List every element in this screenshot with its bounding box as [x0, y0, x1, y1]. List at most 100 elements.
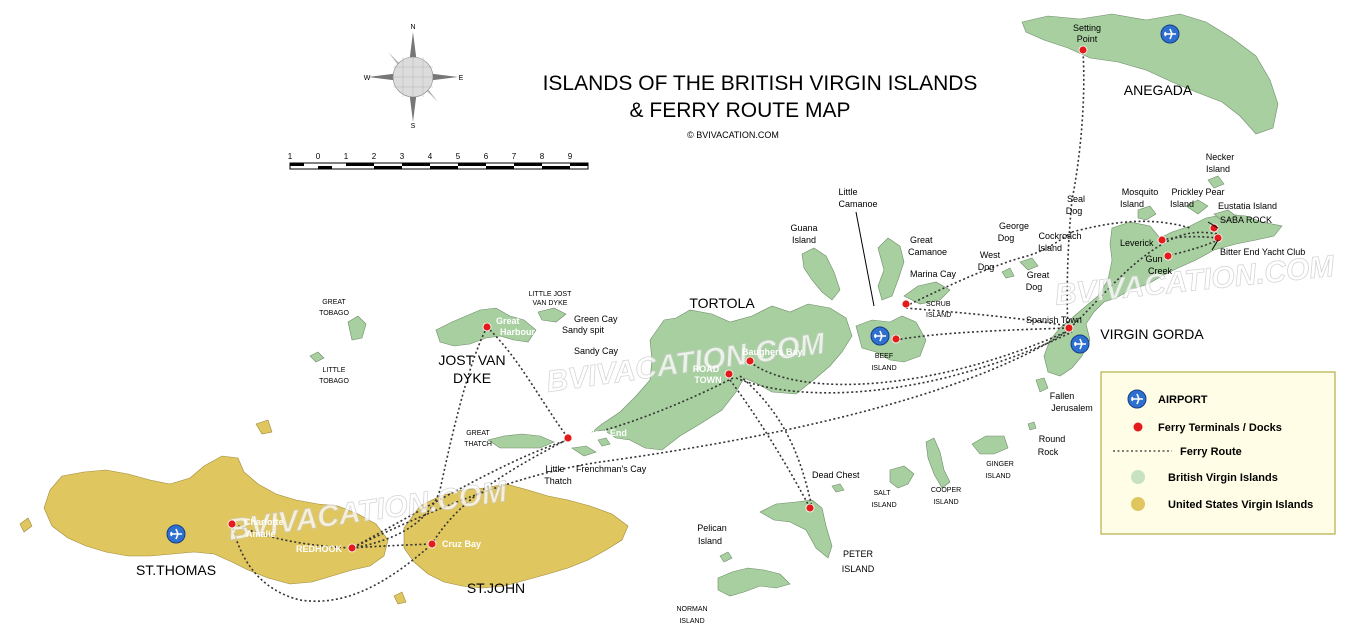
- label-norman-1: NORMAN: [676, 606, 707, 613]
- dock-redhook: [347, 543, 357, 553]
- label-great-thatch-2: THATCH: [464, 441, 492, 448]
- great-thatch-island: [487, 433, 555, 449]
- compass-w: W: [364, 75, 371, 82]
- legend-usvi-label: United States Virgin Islands: [1168, 499, 1313, 511]
- dock-beef-island: [891, 334, 901, 344]
- label-marina-cay: Marina Cay: [910, 269, 957, 279]
- label-peter-1: PETER: [843, 549, 874, 559]
- label-ginger-2: ISLAND: [985, 473, 1010, 480]
- label-little-tobago-2: TOBAGO: [319, 378, 349, 385]
- label-st-john: ST.JOHN: [467, 580, 525, 596]
- label-mosquito-2: Island: [1120, 199, 1144, 209]
- label-great-thatch-1: GREAT: [466, 430, 490, 437]
- map-title-line1: ISLANDS OF THE BRITISH VIRGIN ISLANDS: [543, 72, 978, 95]
- map-credit: © BVIVACATION.COM: [687, 130, 779, 140]
- dock-peter-island: [805, 503, 815, 513]
- dock-charlotte-amalie: [227, 519, 237, 529]
- label-george-dog-1: George: [999, 221, 1029, 231]
- tortola-island: [590, 303, 853, 451]
- label-redhook: REDHOOK: [296, 544, 343, 554]
- label-west-dog-1: West: [980, 250, 1001, 260]
- dock-setting-point: [1078, 45, 1088, 55]
- ginger-island: [971, 435, 1009, 455]
- scale-tick-label: 3: [400, 152, 405, 161]
- scale-tick-label: 5: [456, 152, 461, 161]
- label-jost-van-dyke-1: JOST VAN: [438, 352, 505, 368]
- scrub-island: [903, 281, 951, 305]
- scale-tick-label: 1: [288, 152, 293, 161]
- label-george-dog-2: Dog: [998, 233, 1015, 243]
- label-charlotte-amalie-2: Amalie: [246, 529, 276, 539]
- label-great-dog-1: Great: [1027, 270, 1050, 280]
- usvi-cay-1: [19, 517, 33, 533]
- label-prickley-pear-1: Prickley Pear: [1171, 187, 1224, 197]
- cooper-island: [925, 437, 951, 489]
- label-road-town-2: TOWN: [694, 375, 721, 385]
- dock-cruz-bay: [427, 539, 437, 549]
- eustatia-island: [1213, 209, 1237, 223]
- dock-gun-creek: [1163, 251, 1173, 261]
- label-great-harbour-2: Harbour: [500, 327, 536, 337]
- little-jost-van-dyke-island: [537, 307, 567, 323]
- label-setting-point-2: Point: [1077, 34, 1098, 44]
- scale-tick-label: 0: [316, 152, 321, 161]
- label-little-thatch-2: Thatch: [544, 476, 572, 486]
- label-little-thatch-1: Little: [545, 464, 564, 474]
- label-baughers-bay: Baughers Bay: [742, 347, 803, 357]
- dead-chest-island: [831, 483, 845, 493]
- dock-marina-cay: [901, 299, 911, 309]
- legend-dock-label: Ferry Terminals / Docks: [1158, 422, 1282, 434]
- label-little-tobago-1: LITTLE: [323, 367, 346, 374]
- label-cooper-2: ISLAND: [933, 499, 958, 506]
- anegada-island: [1021, 13, 1279, 135]
- label-little-camanoe-2: Camanoe: [838, 199, 877, 209]
- label-round-rock-1: Round: [1039, 434, 1066, 444]
- dock-road-town: [724, 369, 734, 379]
- label-scrub-island-2: ISLAND: [926, 312, 951, 319]
- ferry-docks: [227, 45, 1223, 553]
- dock-spanish-town: [1064, 323, 1074, 333]
- label-great-tobago-1: GREAT: [322, 299, 346, 306]
- compass-s: S: [411, 123, 416, 130]
- label-cockroach-2: Island: [1038, 243, 1062, 253]
- label-beef-island-1: BEEF: [875, 353, 893, 360]
- west-dog-island: [1001, 267, 1015, 279]
- label-little-jost-1: LITTLE JOST: [529, 291, 573, 298]
- label-guana-1: Guana: [790, 223, 817, 233]
- peter-island: [759, 499, 833, 559]
- label-seal-dog-2: Dog: [1066, 206, 1083, 216]
- little-thatch-island: [571, 445, 597, 457]
- label-gun-creek-1: Gun: [1145, 254, 1162, 264]
- label-peter-2: ISLAND: [842, 564, 875, 574]
- label-salt-2: ISLAND: [871, 502, 896, 509]
- label-jost-van-dyke-2: DYKE: [453, 370, 491, 386]
- scale-tick-label: 6: [484, 152, 489, 161]
- label-west-dog-2: Dog: [978, 262, 995, 272]
- label-necker-2: Island: [1206, 164, 1230, 174]
- salt-island: [889, 465, 915, 489]
- frenchmans-cay-island: [597, 437, 611, 447]
- label-great-harbour-1: Great: [496, 316, 520, 326]
- label-guana-2: Island: [792, 235, 816, 245]
- beef-island: [855, 315, 927, 363]
- airport-virgin-gorda-icon: [1070, 334, 1090, 354]
- bvi-islands: [309, 13, 1283, 597]
- legend-airport-icon: [1127, 389, 1147, 409]
- ferry-routes: [231, 51, 1219, 602]
- label-spanish-town: Spanish Town: [1026, 315, 1082, 325]
- label-setting-point-1: Setting: [1073, 23, 1101, 33]
- little-tobago-island: [309, 351, 325, 363]
- compass-n: N: [410, 24, 415, 31]
- label-prickley-pear-2: Island: [1170, 199, 1194, 209]
- airport-anegada-icon: [1160, 24, 1180, 44]
- dock-west-end: [563, 433, 573, 443]
- usvi-cay-3: [393, 591, 407, 605]
- pelican-island: [719, 551, 733, 563]
- label-little-jost-2: VAN DYKE: [533, 300, 568, 307]
- label-great-dog-2: Dog: [1026, 282, 1043, 292]
- legend-bvi-label: British Virgin Islands: [1168, 472, 1278, 484]
- airport-st-thomas-icon: [166, 524, 186, 544]
- label-pelican-2: Island: [698, 536, 722, 546]
